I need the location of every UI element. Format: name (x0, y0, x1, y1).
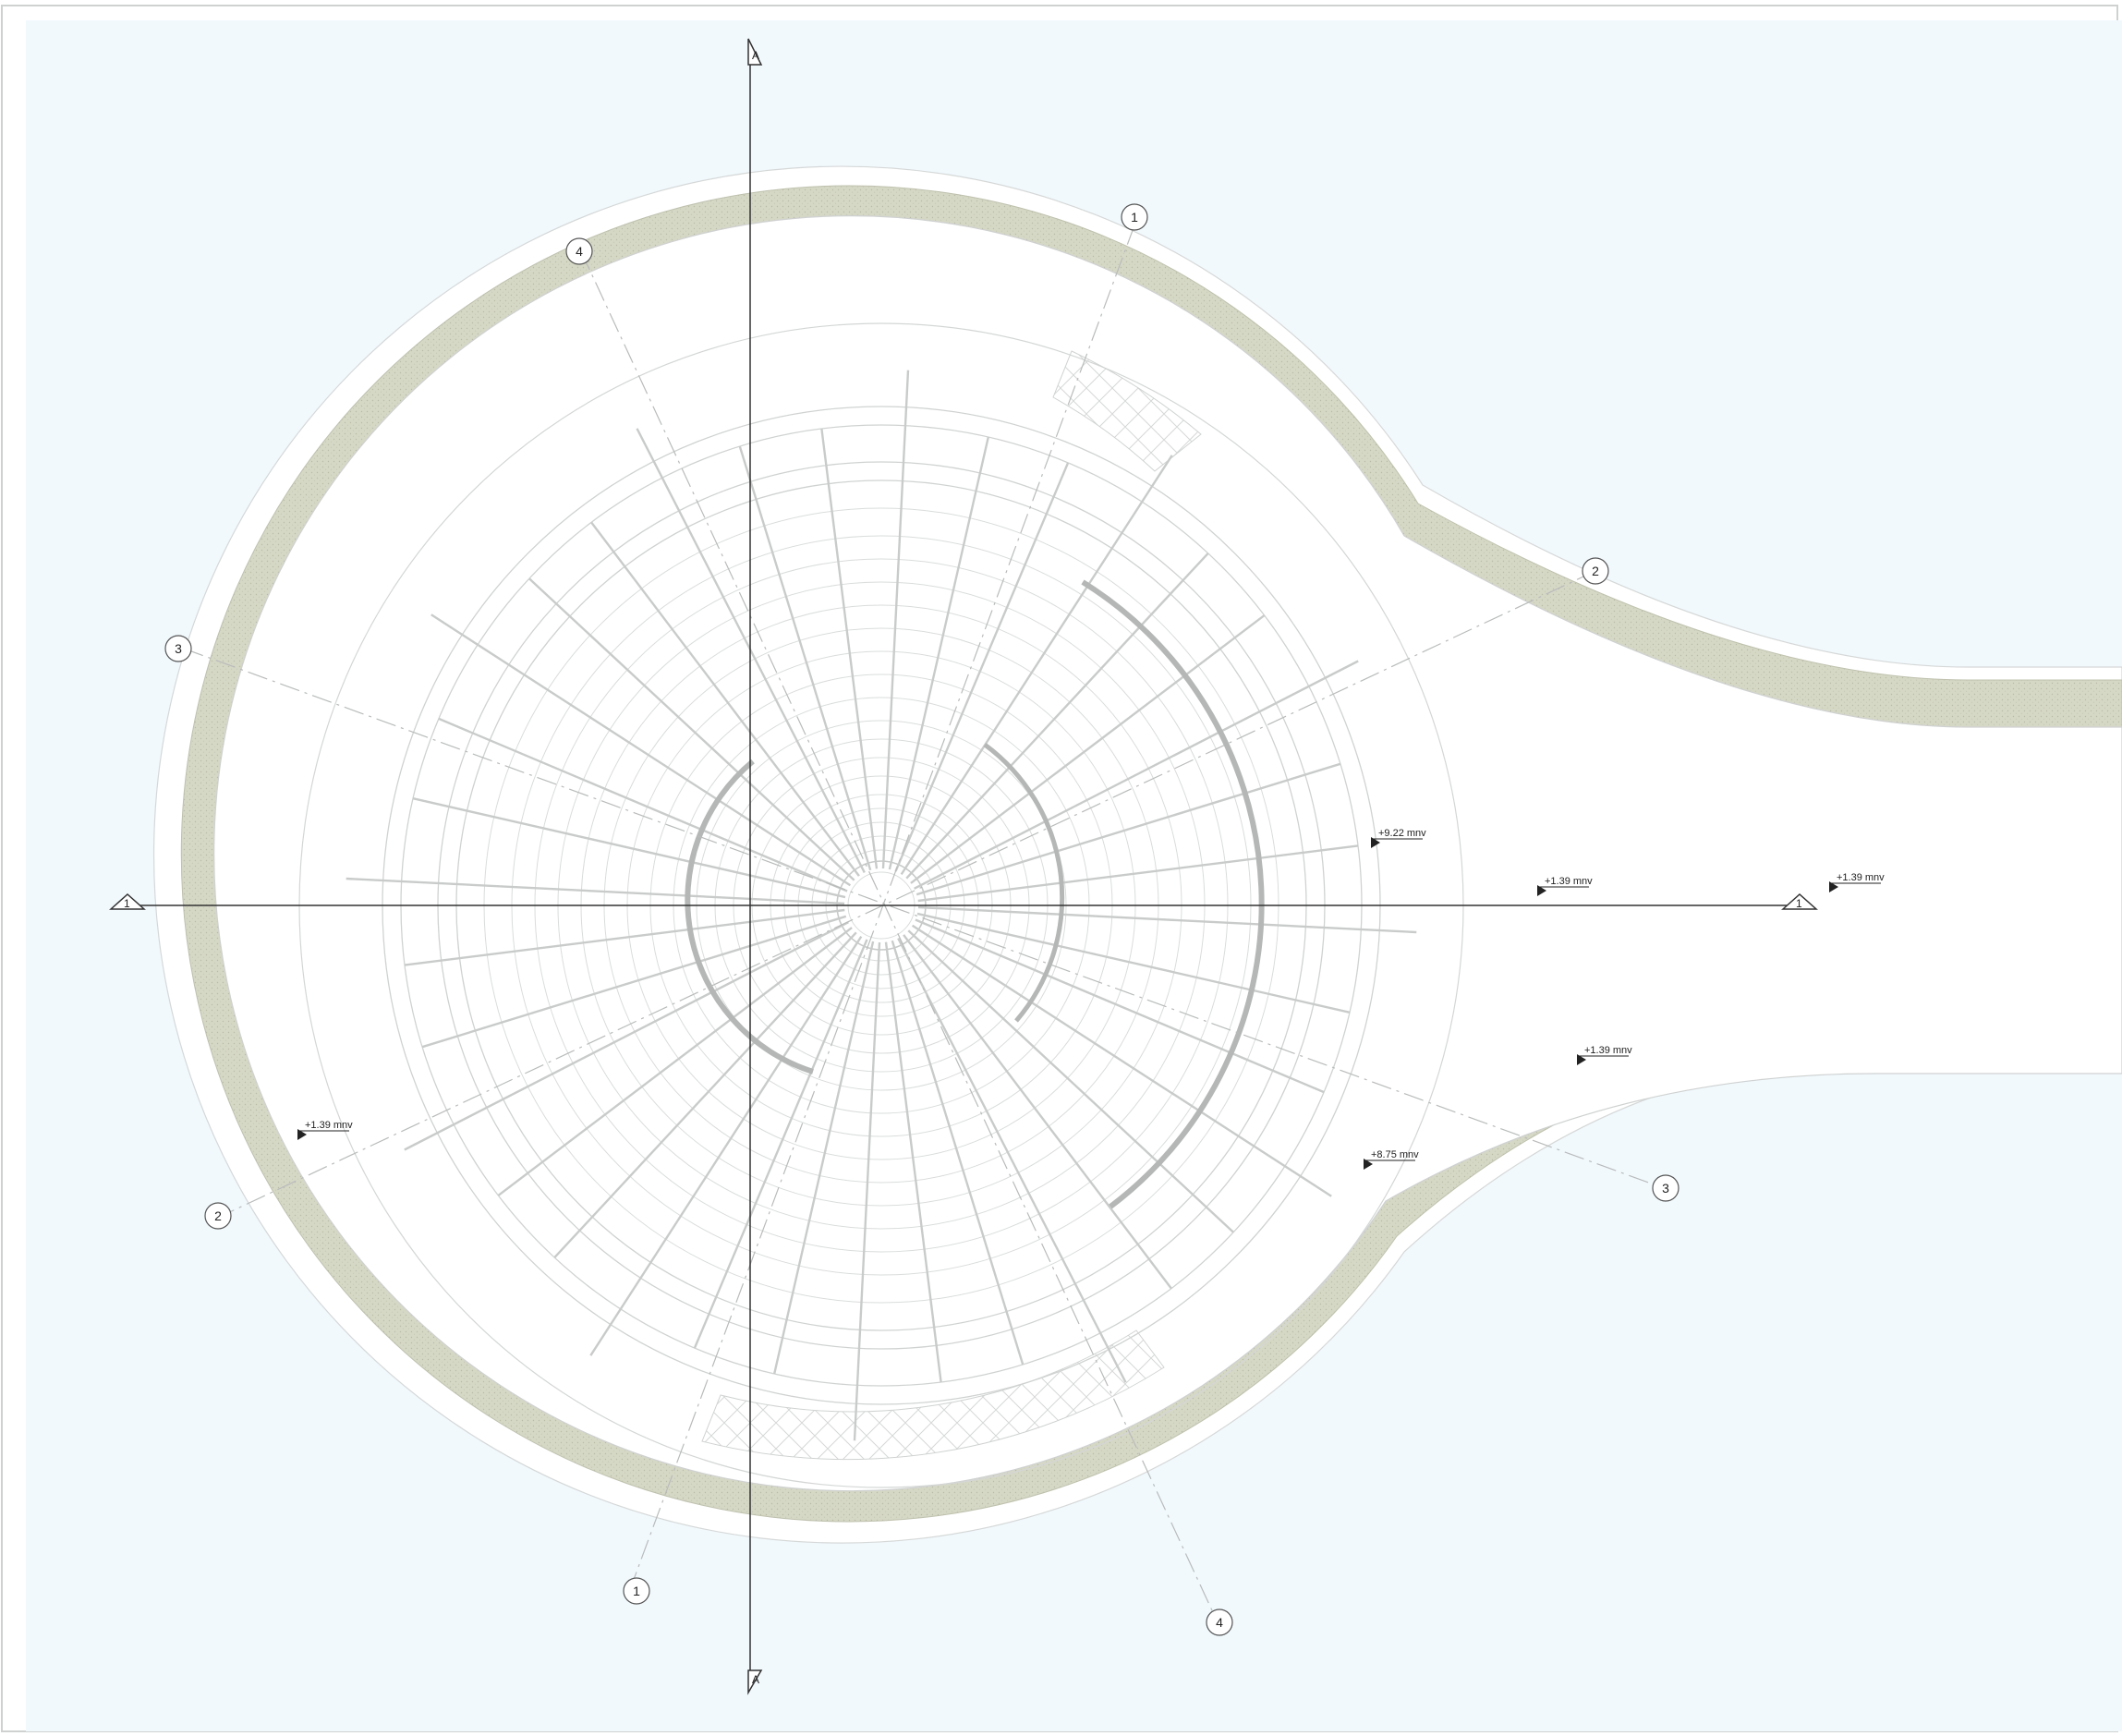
section-marker-1-left: 1 (109, 892, 146, 910)
svg-text:2: 2 (1592, 564, 1599, 578)
svg-text:4: 4 (576, 244, 583, 259)
gridline-bubble: 4 (565, 237, 593, 265)
svg-text:+1.39 mnv: +1.39 mnv (1545, 876, 1593, 887)
radial-beam (553, 931, 857, 1258)
level-marker: +1.39 mnv (1577, 1045, 1632, 1065)
svg-text:4: 4 (1216, 1615, 1223, 1630)
gridline-bubble: 1 (623, 1577, 650, 1605)
level-marker: +8.75 mnv (1364, 1149, 1419, 1170)
radial-beam (897, 938, 1127, 1383)
svg-text:1: 1 (1796, 897, 1802, 910)
radial-beam (907, 929, 1234, 1233)
radial-beam (900, 455, 1173, 876)
section-marker-1-right: 1 (1781, 892, 1818, 910)
radial-beam (910, 614, 1266, 884)
radial-beam (820, 428, 879, 869)
gridline-bubble: 2 (204, 1202, 232, 1230)
radial-beam (884, 941, 942, 1383)
svg-text:+1.39 mnv: +1.39 mnv (1584, 1045, 1632, 1056)
level-marker: +1.39 mnv (1829, 872, 1885, 892)
svg-text:1: 1 (1131, 210, 1138, 225)
radial-beam (528, 577, 855, 881)
radial-beam (917, 905, 1417, 934)
svg-text:2: 2 (214, 1208, 222, 1223)
section-marker-a-bottom: A (747, 1669, 763, 1695)
radial-beam (738, 445, 872, 871)
svg-text:3: 3 (1662, 1181, 1669, 1196)
section-marker-a-top: A (747, 38, 763, 66)
radial-beam (914, 660, 1359, 890)
radial-beam (916, 912, 1351, 1014)
radial-beam (430, 613, 852, 887)
gridline-bubble: 3 (164, 635, 192, 662)
gridline-bubble: 4 (1206, 1609, 1233, 1636)
radial-beam (346, 877, 845, 905)
gridline-bubble: 1 (1121, 203, 1148, 231)
radial-beam (903, 934, 1172, 1290)
svg-text:A: A (752, 49, 759, 62)
svg-text:1: 1 (633, 1584, 640, 1598)
radial-beam (911, 924, 1332, 1197)
radial-beam (905, 552, 1209, 880)
gridline-bubble: 2 (1582, 557, 1609, 585)
svg-text:+1.39 mnv: +1.39 mnv (1837, 872, 1885, 883)
svg-text:1: 1 (124, 897, 130, 910)
radial-beam (773, 941, 875, 1375)
radial-beam (438, 717, 848, 892)
radial-beam (404, 908, 845, 966)
section-lines (118, 65, 1801, 1670)
level-marker: +9.22 mnv (1371, 828, 1426, 848)
level-marker: +1.39 mnv (1537, 876, 1593, 896)
radial-beam (421, 915, 847, 1049)
gridline-bubble: 3 (1652, 1174, 1679, 1202)
svg-text:+9.22 mnv: +9.22 mnv (1378, 828, 1426, 839)
radial-beam (693, 939, 868, 1349)
radial-beam (894, 462, 1070, 872)
radial-beam (590, 521, 860, 877)
radial-beam (915, 762, 1341, 896)
level-marker: +1.39 mnv (297, 1120, 353, 1140)
radial-beam (412, 797, 846, 899)
svg-text:+1.39 mnv: +1.39 mnv (305, 1120, 353, 1131)
radial-beam (589, 935, 863, 1356)
radial-beam (881, 370, 910, 869)
radial-beam (497, 927, 853, 1196)
radial-beam (915, 918, 1325, 1094)
radial-beam (888, 436, 989, 870)
radial-beam (891, 940, 1025, 1366)
radial-beam (404, 921, 849, 1151)
svg-text:3: 3 (175, 641, 182, 656)
svg-text:A: A (752, 1673, 759, 1686)
radial-beam (917, 844, 1359, 903)
svg-text:+8.75 mnv: +8.75 mnv (1371, 1149, 1419, 1160)
radial-beam (853, 941, 881, 1441)
